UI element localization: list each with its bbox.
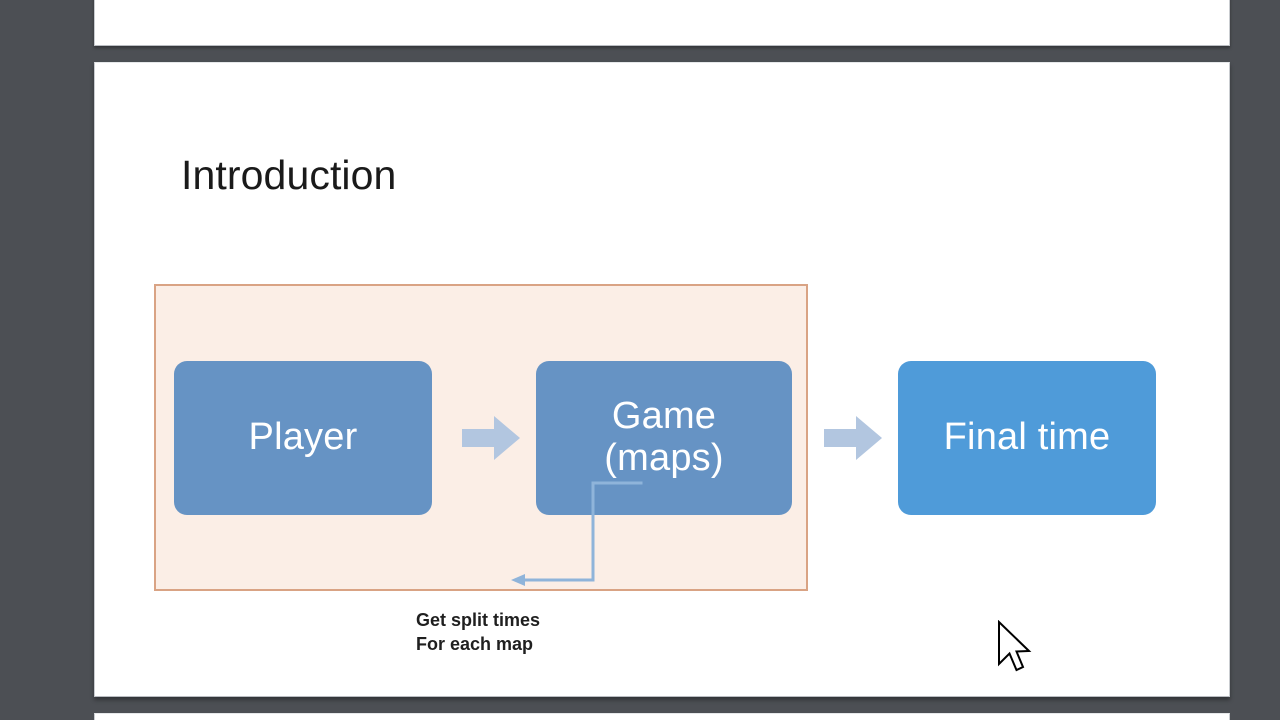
process-box-final-time[interactable]: Final time	[898, 361, 1156, 515]
slide-current[interactable]: Introduction Player Game (maps)	[94, 62, 1230, 697]
page-title: Introduction	[181, 152, 397, 199]
process-box-game-label-line2: (maps)	[604, 437, 724, 479]
process-box-game[interactable]: Game (maps)	[536, 361, 792, 515]
connector-label-line2: For each map	[416, 633, 534, 654]
process-box-player[interactable]: Player	[174, 361, 432, 515]
connector-label-line1: Get split times	[416, 610, 541, 630]
process-box-game-label-line1: Game	[611, 395, 717, 438]
right-block-arrow-icon	[458, 405, 524, 471]
connector-label: Get split times For each map	[416, 609, 540, 657]
slide-thumbnail-previous[interactable]	[94, 0, 1230, 46]
process-box-final-time-label: Final time	[943, 416, 1111, 459]
right-block-arrow-icon	[820, 405, 886, 471]
process-box-player-label: Player	[248, 416, 358, 459]
slide-thumbnail-next[interactable]	[94, 713, 1230, 720]
